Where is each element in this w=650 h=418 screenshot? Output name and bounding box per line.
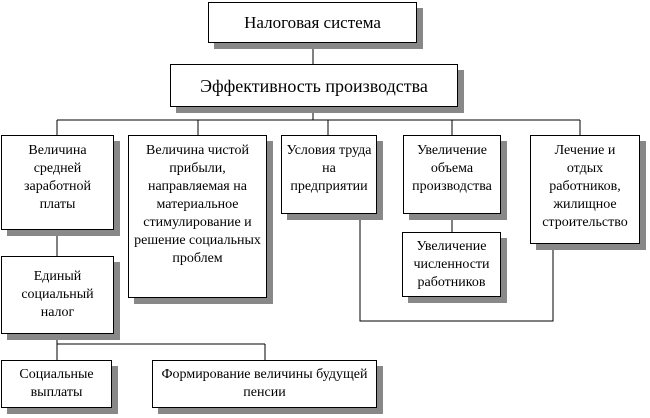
node-average-wage: Величина средней заработной платы: [1, 135, 114, 230]
node-production-efficiency: Эффективность производства: [170, 64, 458, 107]
node-future-pension: Формирование величины будущей пенсии: [152, 360, 377, 408]
node-future-pension-label: Формирование величины будущей пенсии: [161, 367, 368, 400]
node-production-growth-label: Увеличение объема производства: [412, 143, 492, 194]
node-headcount-growth: Увеличение численности работников: [402, 232, 501, 297]
connector-working-to-treatment-loop: [359, 214, 554, 322]
node-social-payments: Социальные выплаты: [1, 360, 112, 408]
node-production-efficiency-label: Эффективность производства: [200, 75, 428, 96]
node-social-payments-label: Социальные выплаты: [19, 367, 94, 400]
node-unified-social-tax: Единый социальный налог: [1, 256, 114, 334]
node-tax-system-label: Налоговая система: [244, 12, 381, 32]
node-net-profit: Величина чистой прибыли, направляемая на…: [128, 135, 267, 298]
node-net-profit-label: Величина чистой прибыли, направляемая на…: [134, 143, 261, 266]
node-average-wage-label: Величина средней заработной платы: [24, 143, 91, 212]
node-unified-social-tax-label: Единый социальный налог: [21, 269, 94, 320]
node-treatment-housing-label: Лечение и отдых работников, жилищное стр…: [542, 143, 628, 230]
node-headcount-growth-label: Увеличение численности работников: [413, 238, 490, 290]
node-working-conditions: Условия труда на предприятии: [281, 135, 377, 214]
node-tax-system: Налоговая система: [208, 2, 417, 43]
node-production-growth: Увеличение объема производства: [403, 135, 501, 214]
node-treatment-housing: Лечение и отдых работников, жилищное стр…: [530, 135, 640, 244]
node-working-conditions-label: Условия труда на предприятии: [286, 143, 372, 194]
